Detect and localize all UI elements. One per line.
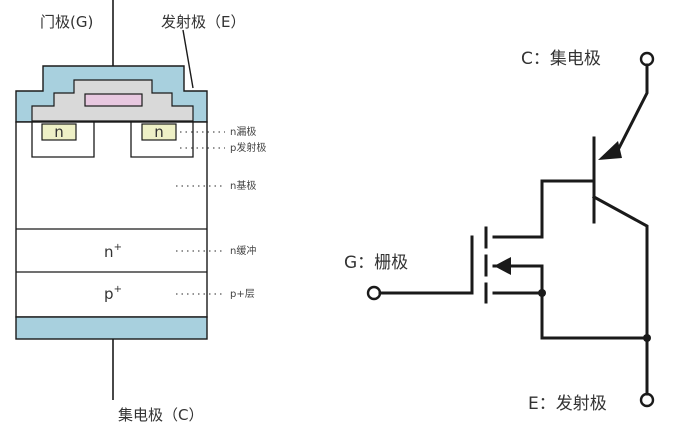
annot-p-emitter: p发射极 — [230, 141, 266, 154]
collector-wire — [614, 63, 649, 155]
emitter-terminal — [639, 392, 655, 408]
n-source-right — [141, 123, 177, 141]
annot-p-layer: p+层 — [230, 288, 255, 300]
igbt-cross-section: n n n+ p+ 门极(G) 发射极（E） 集电极（C） n漏极 p发射极 n… — [15, 0, 266, 424]
collector-label: 集电极（C） — [118, 406, 203, 424]
igbt-symbol — [366, 51, 655, 408]
junction-dot-1 — [538, 289, 546, 297]
emitter-label: 发射极（E） — [161, 13, 245, 31]
gate-label: 门极(G) — [40, 13, 93, 31]
collector-metal — [15, 316, 208, 340]
mos-source-wire — [492, 264, 544, 295]
poly-gate — [84, 93, 143, 107]
p-well-right — [130, 122, 194, 158]
p-plus-label: p+ — [104, 284, 122, 303]
gate-wire — [378, 235, 474, 295]
mos-arrow — [494, 257, 511, 275]
symbol-gate-label: G：栅极 — [344, 253, 408, 273]
symbol-collector-label: C：集电极 — [521, 49, 601, 69]
silicon-body — [15, 121, 208, 318]
collector-arrow — [598, 141, 622, 160]
symbol-emitter-label: E：发射极 — [528, 394, 607, 414]
annot-n-buffer: n缓冲 — [230, 244, 256, 257]
emitter-lead — [182, 29, 194, 89]
annot-n-source: n漏极 — [230, 125, 256, 138]
gate-terminal — [366, 285, 382, 301]
collector-terminal — [639, 51, 655, 67]
junction-dot-2 — [643, 334, 651, 342]
base-wire — [492, 179, 596, 239]
n-source-left — [41, 123, 77, 141]
n-source-right-label: n — [154, 123, 164, 141]
bjt-emitter-wire — [591, 194, 649, 396]
p-well-left — [31, 122, 95, 158]
n-source-left-label: n — [54, 123, 64, 141]
n-plus-label: n+ — [104, 242, 122, 261]
annot-n-base: n基极 — [230, 179, 256, 192]
